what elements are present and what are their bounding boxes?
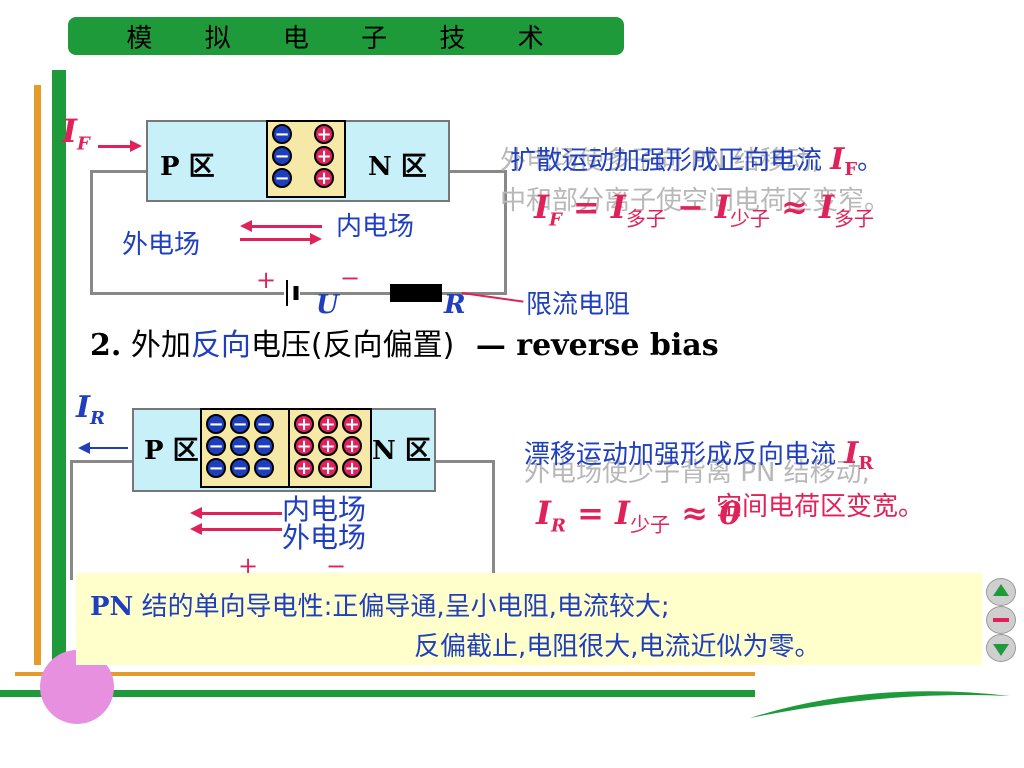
reverse-outer-field-label: 外电场: [282, 521, 367, 554]
negative-ion-icon: −: [230, 436, 250, 456]
positive-ion-icon: +: [342, 436, 362, 456]
reverse-inner-field-arrow: [202, 512, 282, 515]
reverse-ghost-text-2: 空间电荷区变宽。: [716, 492, 925, 522]
negative-ion-icon: −: [206, 436, 226, 456]
section-heading: 2. 外加反向电压(反向偏置) — reverse bias: [90, 328, 719, 363]
negative-ion-icon: −: [272, 146, 292, 166]
positive-ion-icon: +: [318, 458, 338, 478]
reverse-p-region-label: P 区: [144, 436, 199, 466]
summary-line-1: PN 结的单向导电性:正偏导通,呈小电阻,电流较大;: [90, 592, 670, 622]
forward-current-equation: IF = I多子 − I少子 ≈ I多子: [534, 188, 874, 231]
positive-ion-icon: +: [318, 436, 338, 456]
forward-ghost-text-1: 外电场使多子向 PN 结移动,: [500, 146, 820, 176]
positive-ion-icon: +: [294, 458, 314, 478]
forward-battery-minus: −: [340, 264, 361, 292]
left-green-bar: [52, 70, 66, 685]
forward-resistor-icon: [390, 284, 442, 302]
reverse-current-arrow: [88, 447, 128, 449]
forward-outer-field-arrow: [252, 225, 322, 228]
bottom-orange-bar: [15, 672, 755, 676]
forward-battery-icon: [284, 278, 300, 308]
negative-ion-icon: −: [272, 168, 292, 188]
bottom-green-bar: [0, 690, 755, 697]
negative-ion-icon: −: [254, 436, 274, 456]
summary-line-2: 反偏截止,电阻很大,电流近似为零。: [414, 632, 821, 662]
reverse-current-equation: IR = I少子 ≈ 0: [536, 494, 742, 537]
reverse-current-label: IR: [76, 390, 106, 429]
nav-home-icon[interactable]: [986, 606, 1016, 634]
reverse-ghost-text-1: 外电场使少子背离 PN 结移动,: [524, 458, 870, 488]
negative-ion-icon: −: [254, 414, 274, 434]
forward-inner-field-arrow: [240, 238, 310, 241]
forward-inner-field-label: 内电场: [336, 212, 415, 242]
positive-ion-icon: +: [294, 414, 314, 434]
positive-ion-icon: +: [342, 458, 362, 478]
nav-down-icon[interactable]: [986, 634, 1016, 662]
positive-ion-icon: +: [314, 146, 334, 166]
forward-voltage-label: U: [316, 290, 339, 320]
negative-ion-icon: −: [230, 458, 250, 478]
negative-ion-icon: −: [206, 414, 226, 434]
forward-n-region-label: N 区: [368, 152, 427, 182]
reverse-drift-note: 漂移运动加强形成反向电流 IR: [524, 436, 874, 475]
title-bar: 模 拟 电 子 技 术: [68, 17, 624, 55]
reverse-n-region-label: N 区: [372, 436, 431, 466]
summary-box: [76, 573, 982, 665]
negative-ion-icon: −: [272, 124, 292, 144]
forward-outer-field-label: 外电场: [122, 230, 201, 260]
reverse-depletion-divider: [288, 408, 290, 488]
nav-up-icon[interactable]: [986, 578, 1016, 606]
current-limit-resistor-label: 限流电阻: [526, 290, 631, 320]
negative-ion-icon: −: [206, 458, 226, 478]
positive-ion-icon: +: [342, 414, 362, 434]
negative-ion-icon: −: [254, 458, 274, 478]
reverse-outer-field-arrow: [202, 528, 282, 531]
forward-wire-left: [90, 170, 93, 295]
green-swoosh-decoration: [750, 690, 1010, 720]
forward-current-arrow: [98, 145, 132, 148]
negative-ion-icon: −: [230, 414, 250, 434]
reverse-inner-field-label: 内电场: [282, 493, 367, 526]
positive-ion-icon: +: [314, 124, 334, 144]
forward-battery-plus: +: [256, 266, 277, 294]
positive-ion-icon: +: [294, 436, 314, 456]
positive-ion-icon: +: [318, 414, 338, 434]
forward-current-label: IF: [62, 112, 90, 155]
left-orange-bar: [34, 85, 41, 665]
forward-resistor-label: R: [444, 290, 466, 320]
forward-p-region-label: P 区: [160, 152, 215, 182]
forward-ghost-text-2: 中和部分离子使空间电荷区变窄。: [500, 186, 891, 216]
slide-title: 模 拟 电 子 技 术: [126, 23, 566, 54]
positive-ion-icon: +: [314, 168, 334, 188]
forward-diffusion-note: 扩散运动加强形成正向电流 IF。: [510, 142, 884, 181]
forward-wire-right: [504, 170, 507, 295]
